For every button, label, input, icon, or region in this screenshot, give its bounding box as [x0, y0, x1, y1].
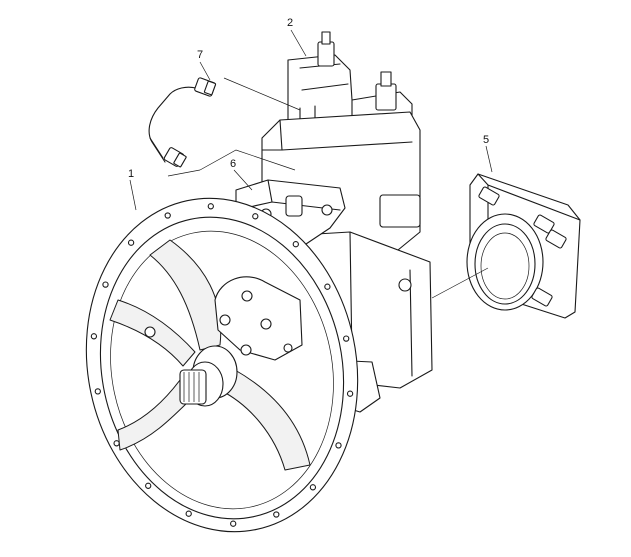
bolt-hole: [335, 442, 342, 449]
bolt-hole: [164, 212, 171, 219]
bolt-hole: [90, 333, 98, 340]
bolt-hole: [292, 241, 299, 248]
bolt-hole: [113, 440, 120, 447]
callout-labels: 1 2 5 6 7: [128, 17, 489, 180]
callout-6: 6: [230, 158, 236, 170]
callout-2: 2: [287, 17, 293, 29]
bell-housing: [85, 197, 359, 533]
bolt-hole: [324, 283, 331, 290]
bolt-hole: [145, 482, 152, 489]
leader-lines: [129, 29, 493, 299]
bolt-hole: [102, 281, 109, 288]
bolt-hole: [273, 511, 280, 518]
bolt-hole: [346, 390, 354, 397]
bolt-hole: [252, 213, 259, 220]
bolt-hole: [94, 388, 101, 395]
bolt-hole: [127, 239, 135, 246]
mounting-flange: [466, 173, 581, 319]
callout-7: 7: [197, 49, 203, 61]
hydraulic-line: [148, 77, 217, 168]
bolt-hole: [185, 510, 192, 517]
gear-pump: [214, 276, 303, 361]
bolt-hole: [343, 335, 350, 342]
bolt-hole: [207, 203, 214, 210]
bolt-hole: [309, 484, 317, 491]
callout-1: 1: [128, 168, 134, 180]
callout-5: 5: [483, 134, 489, 146]
bolt-hole: [230, 520, 237, 527]
